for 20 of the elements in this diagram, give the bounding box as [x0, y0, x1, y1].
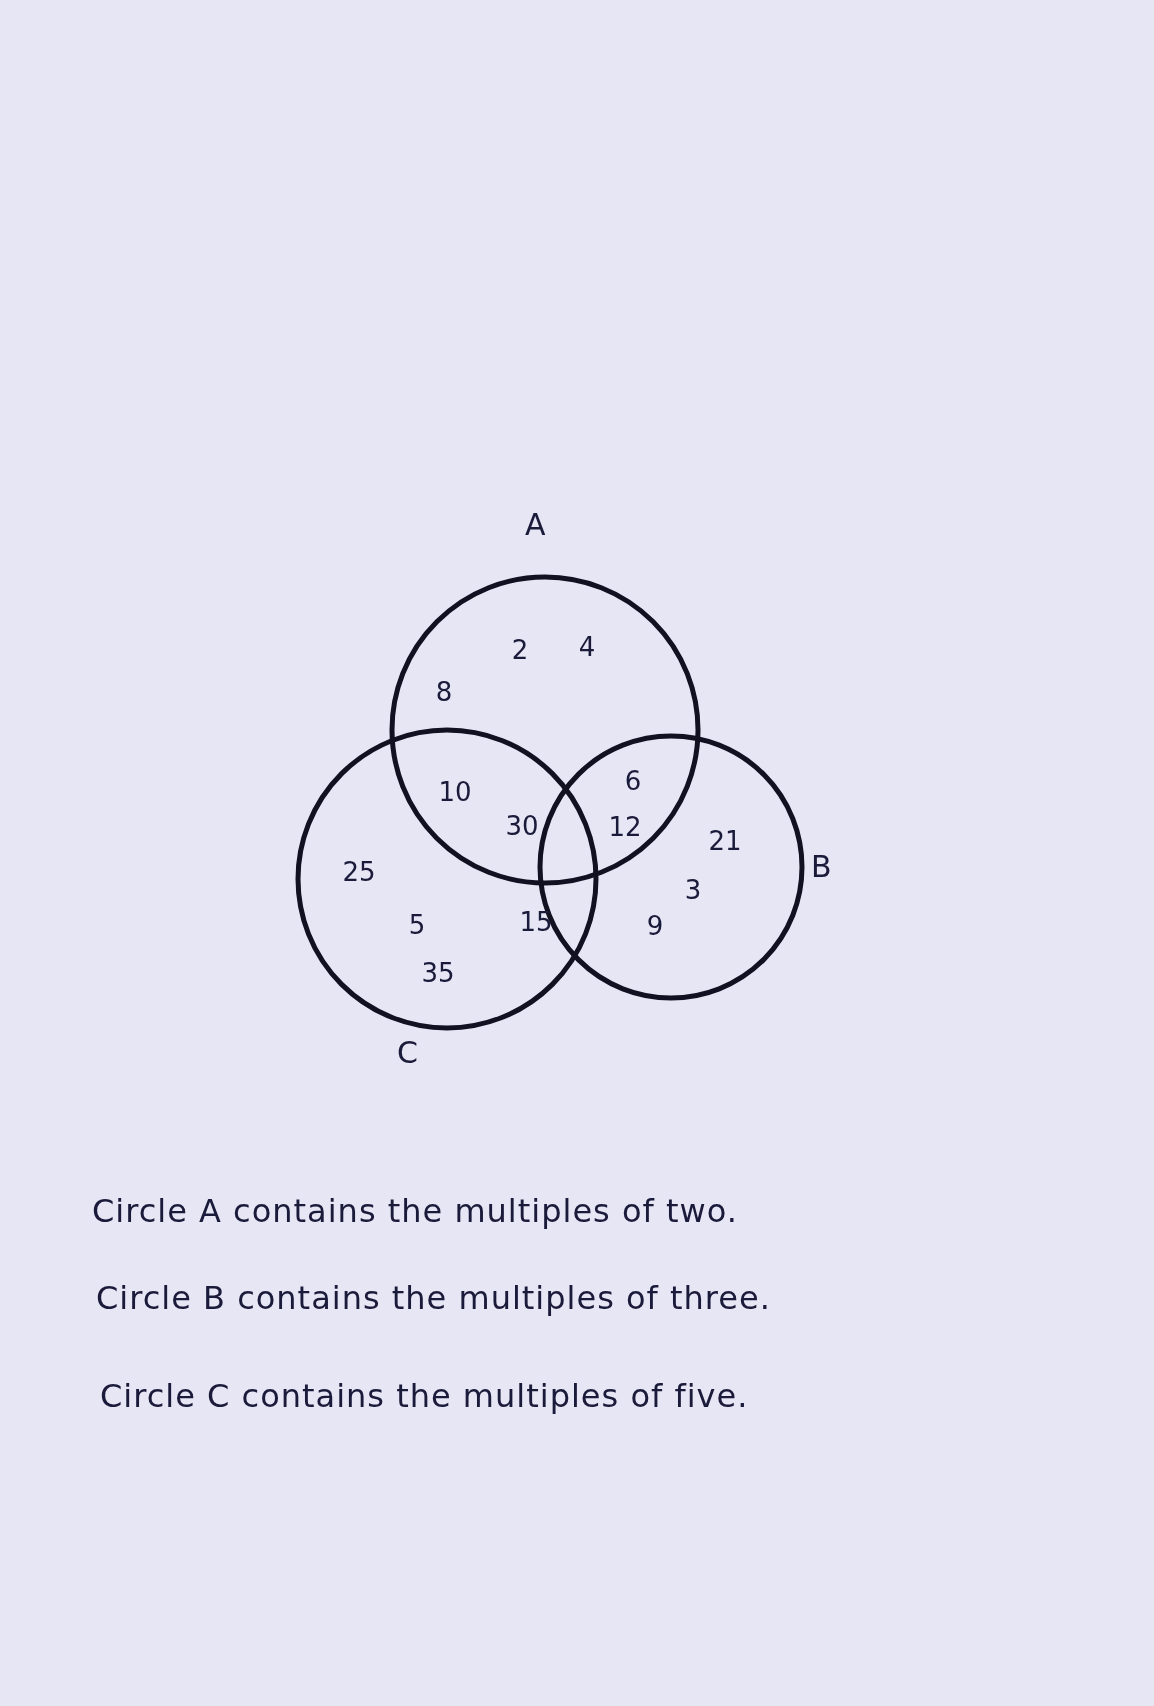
number-label: 10 [438, 777, 472, 807]
number-label: 8 [435, 677, 453, 707]
statement-text: Circle B contains the multiples of three. [96, 1279, 771, 1317]
number-label: 9 [646, 911, 664, 941]
number-label: 15 [519, 907, 553, 937]
statement-text: Circle C contains the multiples of five. [100, 1377, 749, 1415]
set-label: B [811, 850, 832, 884]
number-label: 3 [684, 875, 702, 905]
number-label: 30 [505, 811, 539, 841]
number-label: 5 [408, 910, 426, 940]
set-label: A [525, 508, 546, 542]
number-label: 2 [511, 635, 529, 665]
set-label: C [397, 1036, 418, 1070]
number-label: 12 [608, 812, 642, 842]
number-label: 25 [342, 857, 376, 887]
number-label: 35 [421, 958, 455, 988]
statement-text: Circle A contains the multiples of two. [92, 1192, 738, 1230]
number-label: 21 [708, 826, 742, 856]
number-label: 4 [578, 632, 596, 662]
number-label: 6 [624, 766, 642, 796]
